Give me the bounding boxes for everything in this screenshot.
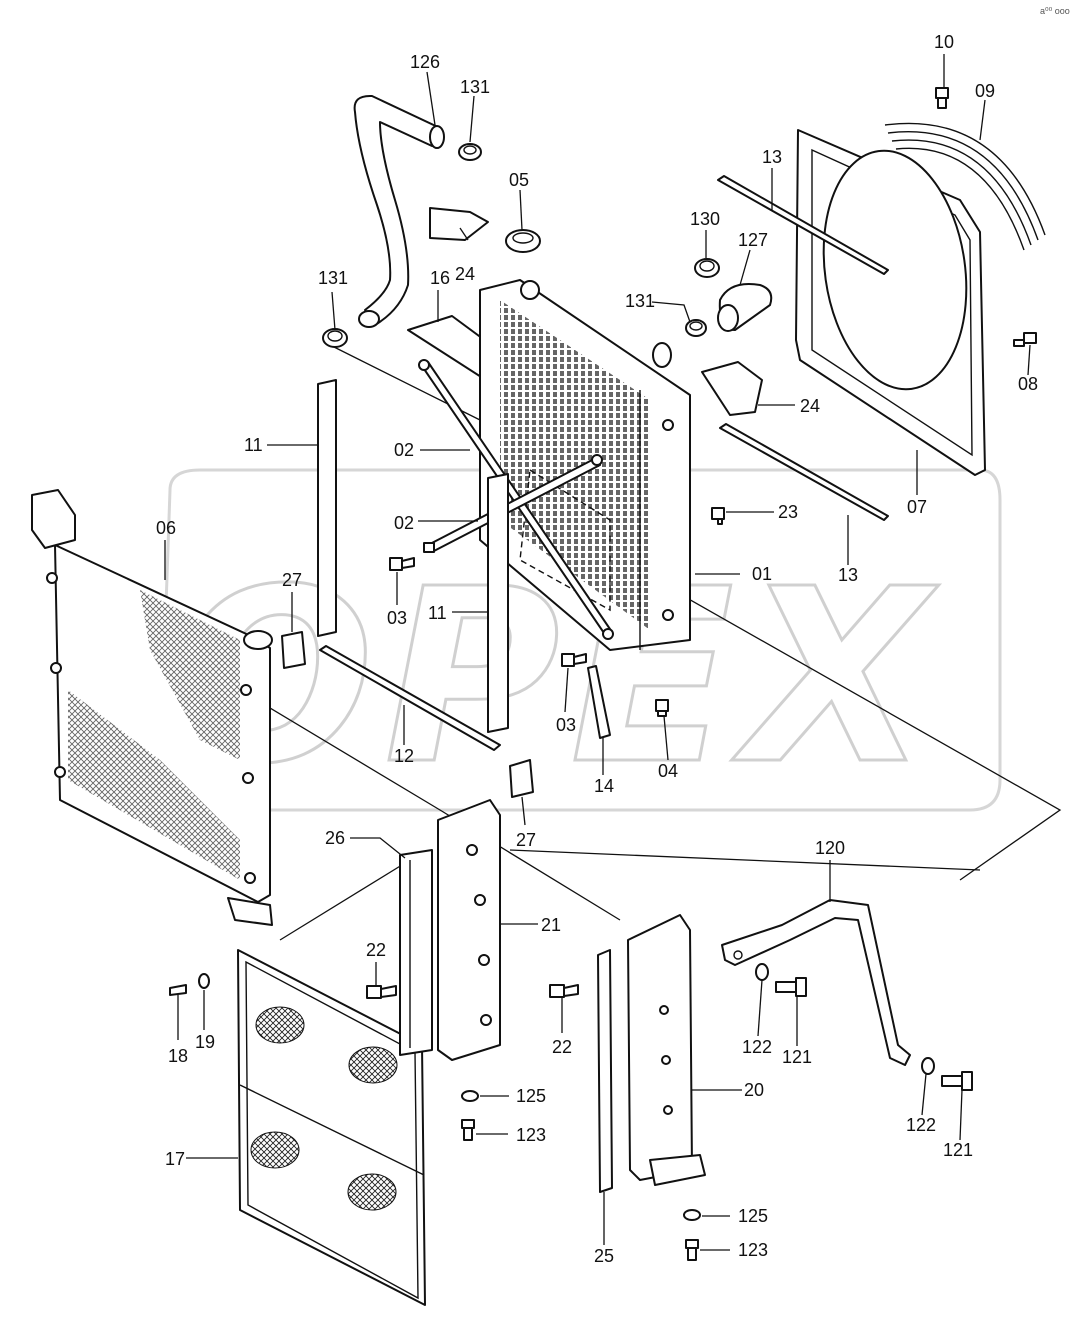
callout-01: 01 bbox=[752, 564, 772, 584]
callout-120: 120 bbox=[815, 838, 845, 858]
callout-02: 02 bbox=[394, 513, 414, 533]
bolt-22-right bbox=[549, 984, 579, 998]
bolt-121-upper bbox=[775, 977, 807, 997]
stay-bar-120 bbox=[721, 899, 911, 1066]
hose-clamp-131-left bbox=[322, 328, 348, 348]
seal-12 bbox=[319, 645, 501, 751]
callout-24: 24 bbox=[800, 396, 820, 416]
bolt-123-right bbox=[685, 1239, 699, 1261]
callout-07: 07 bbox=[907, 497, 927, 517]
seal-pad-24-top bbox=[429, 207, 489, 241]
washer-125-left bbox=[461, 1090, 479, 1102]
bolt-123-left bbox=[461, 1119, 475, 1141]
callout-11: 11 bbox=[428, 603, 447, 623]
callout-130: 130 bbox=[690, 209, 720, 229]
callout-27: 27 bbox=[516, 830, 536, 850]
hose-clamp-131-right bbox=[685, 319, 707, 337]
callout-122: 122 bbox=[742, 1037, 772, 1057]
hose-clamp-130 bbox=[694, 258, 720, 278]
callout-13: 13 bbox=[762, 147, 782, 167]
callout-12: 12 bbox=[394, 746, 414, 766]
washer-19 bbox=[198, 973, 210, 989]
pin-18 bbox=[169, 984, 187, 996]
drain-hose-14 bbox=[587, 665, 611, 739]
callout-16: 16 bbox=[430, 268, 450, 288]
washer-125-right bbox=[683, 1209, 701, 1221]
hose-clamp-131-top bbox=[458, 143, 482, 161]
block-27-lower bbox=[509, 759, 534, 798]
callout-13: 13 bbox=[838, 565, 858, 585]
callout-06: 06 bbox=[156, 518, 176, 538]
callout-20: 20 bbox=[744, 1080, 764, 1100]
oil-cooler-06 bbox=[31, 489, 273, 926]
callout-08: 08 bbox=[1018, 374, 1038, 394]
callout-22: 22 bbox=[366, 940, 386, 960]
callout-121: 121 bbox=[782, 1047, 812, 1067]
block-27-upper bbox=[281, 631, 306, 669]
bolt-03-upper bbox=[389, 557, 415, 571]
callout-126: 126 bbox=[410, 52, 440, 72]
bolt-23 bbox=[711, 507, 725, 525]
callout-leaders bbox=[164, 54, 1031, 1251]
callout-04: 04 bbox=[658, 761, 678, 781]
callout-21: 21 bbox=[541, 915, 561, 935]
callout-26: 26 bbox=[325, 828, 345, 848]
post-11-right bbox=[487, 473, 509, 733]
callout-131: 131 bbox=[318, 268, 348, 288]
callout-123: 123 bbox=[516, 1125, 546, 1145]
callout-123: 123 bbox=[738, 1240, 768, 1260]
callout-25: 25 bbox=[594, 1246, 614, 1266]
bracket-25 bbox=[597, 949, 613, 1193]
callout-131: 131 bbox=[625, 291, 655, 311]
callout-10: 10 bbox=[934, 32, 954, 52]
callout-19: 19 bbox=[195, 1032, 215, 1052]
corner-mark: a⁰⁰ ooo bbox=[1040, 6, 1070, 16]
callout-121: 121 bbox=[943, 1140, 973, 1160]
callout-02: 02 bbox=[394, 440, 414, 460]
callout-24: 24 bbox=[455, 264, 475, 284]
seal-pad-24-right bbox=[701, 361, 763, 416]
callout-18: 18 bbox=[168, 1046, 188, 1066]
bracket-21 bbox=[437, 799, 501, 1061]
callout-03: 03 bbox=[387, 608, 407, 628]
bolt-10 bbox=[935, 87, 949, 109]
callout-23: 23 bbox=[778, 502, 798, 522]
screen-17 bbox=[237, 949, 426, 1306]
bolt-08 bbox=[1013, 332, 1037, 347]
callout-14: 14 bbox=[594, 776, 614, 796]
callout-22: 22 bbox=[552, 1037, 572, 1057]
washer-122-lower bbox=[921, 1057, 935, 1075]
callout-127: 127 bbox=[738, 230, 768, 250]
callout-labels: 126 131 10 09 05 13 130 127 24 131 16 13… bbox=[156, 32, 1038, 1266]
assembly-lines bbox=[239, 344, 1062, 941]
callout-09: 09 bbox=[975, 81, 995, 101]
seal-strip-13-top bbox=[717, 175, 889, 275]
callout-11: 11 bbox=[244, 435, 263, 455]
bolt-121-lower bbox=[941, 1071, 973, 1091]
callout-125: 125 bbox=[516, 1086, 546, 1106]
callout-131: 131 bbox=[460, 77, 490, 97]
callout-05: 05 bbox=[509, 170, 529, 190]
bolt-03-lower bbox=[561, 653, 587, 667]
callout-03: 03 bbox=[556, 715, 576, 735]
washer-122-upper bbox=[755, 963, 769, 981]
bolt-22-left bbox=[366, 985, 397, 999]
drain-plug-04 bbox=[655, 699, 669, 717]
callout-125: 125 bbox=[738, 1206, 768, 1226]
fan-guard-09 bbox=[884, 122, 1046, 251]
callout-17: 17 bbox=[165, 1149, 185, 1169]
callout-122: 122 bbox=[906, 1115, 936, 1135]
lower-hose-127 bbox=[717, 283, 773, 332]
fan-shroud-07 bbox=[795, 129, 986, 476]
stay-rod-02-lower bbox=[423, 454, 603, 553]
upper-hose-126 bbox=[353, 94, 445, 328]
bracket-26 bbox=[399, 849, 433, 1056]
radiator-cap-05 bbox=[505, 229, 541, 253]
callout-27: 27 bbox=[282, 570, 302, 590]
bracket-20 bbox=[627, 914, 706, 1186]
seal-strip-13-bottom bbox=[719, 423, 889, 521]
post-11-left bbox=[317, 379, 337, 637]
